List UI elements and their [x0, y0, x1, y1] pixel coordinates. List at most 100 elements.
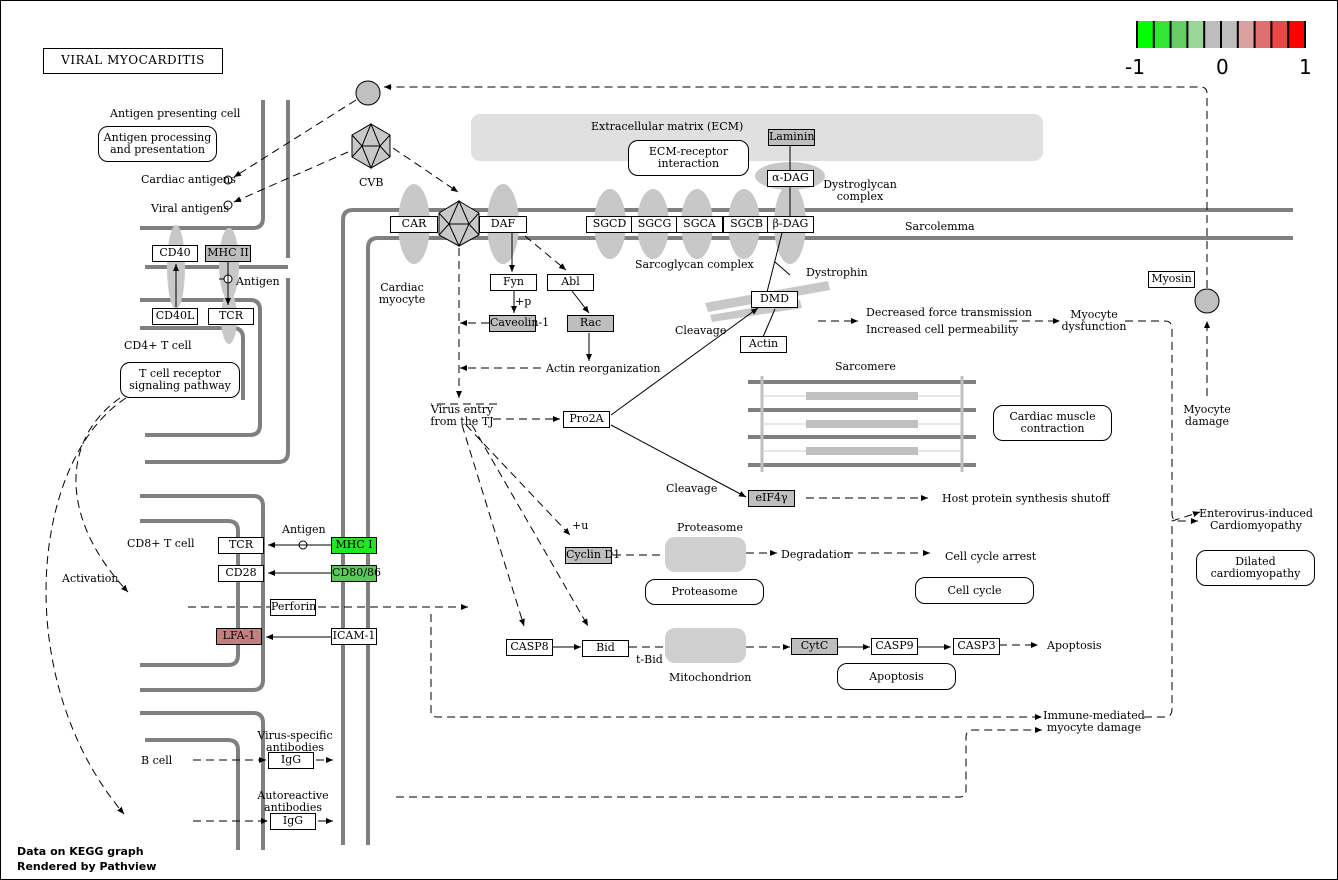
label-line: antibodies [264, 801, 322, 814]
gene-sgcg[interactable]: SGCG [631, 216, 678, 233]
cell-cycle-pathway-link[interactable]: Cell cycle [915, 577, 1034, 604]
label-antigen-presenting-cell: Antigen presenting cell [110, 107, 241, 120]
gene-sgcb[interactable]: SGCB [723, 216, 770, 233]
gene-mhc2[interactable]: MHC II [205, 245, 251, 262]
gene-bid[interactable]: Bid [582, 640, 629, 657]
gene-caveolin1[interactable]: Caveolin-1 [489, 315, 549, 332]
label-line: Myocyte [1070, 308, 1118, 321]
label-viral-antigens: Viral antigens [151, 202, 229, 215]
label-line: myocyte [378, 293, 426, 306]
label-plus-p: +p [515, 295, 532, 308]
gene-icam1[interactable]: ICAM-1 [331, 628, 377, 645]
label-antigen-cd4: Antigen [236, 275, 280, 288]
gene-beta-dag[interactable]: β-DAG [767, 216, 814, 233]
gene-cd40[interactable]: CD40 [152, 245, 198, 262]
label-cleavage-eif4g: Cleavage [666, 482, 718, 495]
label-antigen-cd8: Antigen [282, 523, 326, 536]
label-cell-cycle-arrest: Cell cycle arrest [945, 550, 1037, 563]
gene-cd80-86[interactable]: CD80/86 [331, 565, 381, 582]
label-actin-reorganization: Actin reorganization [546, 362, 661, 375]
label-increased-permeability: Increased cell permeability [866, 323, 1019, 336]
gene-igg-auto[interactable]: IgG [270, 813, 316, 830]
pathway-text: Antigen processing [103, 131, 212, 144]
label-proteasome: Proteasome [677, 521, 743, 534]
label-host-protein-shutoff: Host protein synthesis shutoff [942, 492, 1110, 505]
ecm-region [471, 114, 1043, 161]
legend-swatch [1153, 21, 1171, 48]
gene-tcr-cd4[interactable]: TCR [208, 308, 254, 325]
gene-cd28[interactable]: CD28 [218, 565, 264, 582]
label-decreased-force: Decreased force transmission [866, 306, 1033, 319]
pathway-text: and presentation [110, 143, 205, 156]
label-line: Cardiomyopathy [1209, 519, 1302, 532]
label-line: Enterovirus-induced [1199, 507, 1313, 520]
label-b-cell: B cell [141, 754, 173, 767]
gene-actin[interactable]: Actin [740, 336, 787, 353]
gene-laminin[interactable]: Laminin [768, 129, 815, 146]
label-line: Virus entry [430, 403, 494, 416]
label-t-bid: t-Bid [636, 653, 663, 666]
pathway-text: interaction [657, 157, 720, 170]
gene-car[interactable]: CAR [390, 216, 438, 233]
label-line: complex [836, 190, 884, 203]
label-line: Autoreactive [257, 789, 329, 802]
gene-tcr-cd8[interactable]: TCR [218, 537, 264, 554]
gene-alpha-dag[interactable]: α-DAG [767, 170, 814, 187]
mitochondrion-shape [665, 628, 746, 663]
gene-abl[interactable]: Abl [547, 274, 594, 291]
gene-sgcd[interactable]: SGCD [586, 216, 633, 233]
label-apoptosis: Apoptosis [1047, 639, 1102, 652]
gene-igg-virus[interactable]: IgG [268, 752, 314, 769]
apoptosis-pathway-link[interactable]: Apoptosis [837, 663, 956, 690]
gene-fyn[interactable]: Fyn [490, 274, 537, 291]
cell-membranes [140, 100, 1293, 850]
gene-cytc[interactable]: CytC [791, 638, 838, 655]
legend-swatch [1187, 21, 1205, 48]
gene-rac[interactable]: Rac [567, 315, 614, 332]
label-cardiac-antigens: Cardiac antigens [141, 173, 236, 186]
gene-sgca[interactable]: SGCA [676, 216, 723, 233]
gene-pro2a[interactable]: Pro2A [563, 411, 610, 428]
gene-mhc1[interactable]: MHC I [331, 537, 377, 554]
pathway-text: Proteasome [671, 585, 738, 598]
gene-cd40l[interactable]: CD40L [152, 308, 198, 325]
gene-lfa1[interactable]: LFA-1 [216, 628, 262, 645]
gene-eif4g[interactable]: eIF4γ [748, 490, 795, 507]
gene-dmd[interactable]: DMD [751, 291, 798, 308]
label-dystrophin: Dystrophin [806, 266, 868, 279]
legend-swatch [1137, 21, 1154, 48]
label-line: damage [1184, 415, 1230, 428]
virus-membrane-icon [438, 199, 480, 248]
pathway-text: Cardiac muscle [1009, 410, 1096, 423]
proteasome-pathway-link[interactable]: Proteasome [645, 579, 764, 605]
legend-swatch [1254, 21, 1272, 48]
sarcomere-shape [748, 376, 976, 472]
gene-myosin[interactable]: Myosin [1148, 271, 1195, 288]
label-line: antibodies [266, 741, 324, 754]
legend-swatch [1170, 21, 1188, 48]
label-degradation: Degradation [781, 548, 851, 561]
gene-daf[interactable]: DAF [479, 216, 527, 233]
gene-casp3[interactable]: CASP3 [953, 638, 1000, 655]
label-cleavage-dmd: Cleavage [675, 324, 727, 337]
gene-perforin[interactable]: Perforin [270, 599, 316, 616]
label-line: myocyte damage [1046, 721, 1142, 734]
label-cvb: CVB [359, 176, 384, 189]
label-line: dysfunction [1061, 320, 1127, 333]
gene-cyclin-d1[interactable]: Cyclin D1 [565, 547, 620, 564]
gene-casp8[interactable]: CASP8 [506, 639, 553, 656]
gene-casp9[interactable]: CASP9 [871, 638, 918, 655]
label-line: Dystroglycan [823, 178, 897, 191]
